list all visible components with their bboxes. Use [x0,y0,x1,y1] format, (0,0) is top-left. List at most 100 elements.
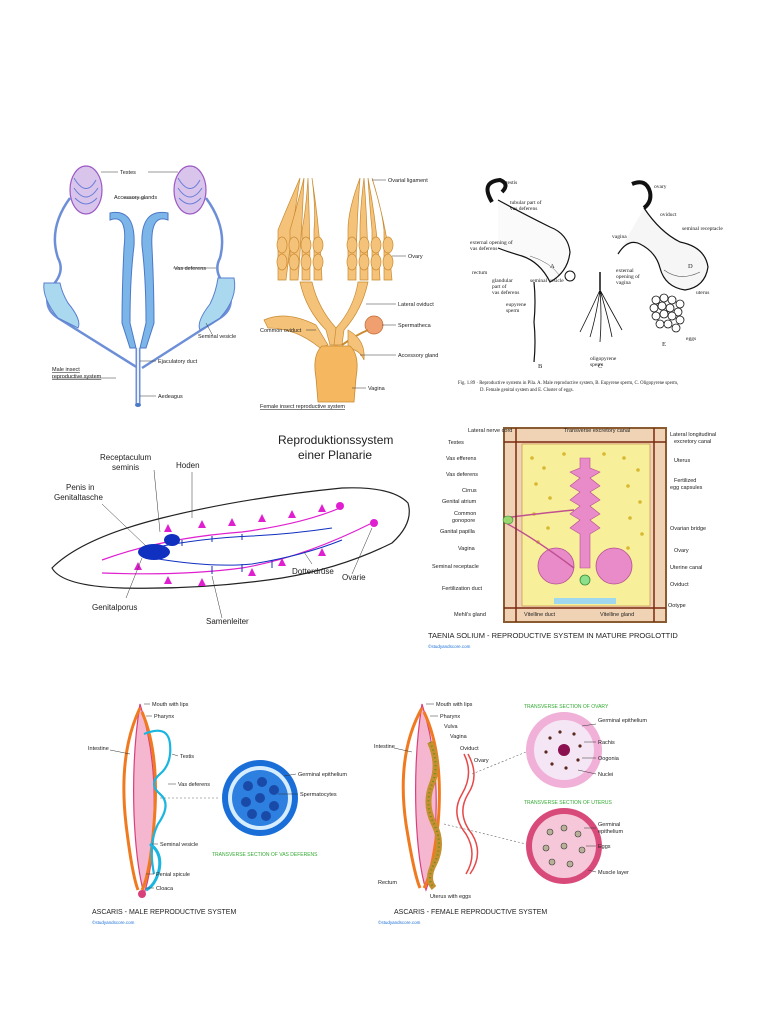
caption-pila-1: Fig. 1.89 · Reproductive systems in Pila… [458,381,678,386]
label-seminal-receptacle: Seminal receptacle [432,564,479,570]
label-penis-2: Genitaltasche [54,493,103,502]
label-f-ovary: Ovary [474,758,489,764]
label-receptaculum-1: Receptaculum [100,453,151,462]
label-pharynx: Pharynx [154,714,174,720]
label-pila-ext-vagina2: opening of [616,273,640,280]
label-seminal-vesicle-ascaris: Seminal vesicle [160,842,198,848]
label-ovarian-bridge: Ovarian bridge [670,526,706,532]
label-germinal2-1: Germinal [598,822,620,828]
planaria-penis [138,544,170,560]
planaria-title-2: einer Planarie [298,448,372,462]
label-fertilization-duct: Fertilization duct [442,586,483,592]
label-germinal-epi: Germinal epithelium [598,718,647,724]
pila-male-system [485,177,576,283]
label-pila-seminal-vesicle: seminal vesicle [530,278,564,284]
label-penis-1: Penis in [66,483,94,492]
section-caption-uterus: TRANSVERSE SECTION OF UTERUS [524,800,612,806]
label-intestine: Intestine [88,746,109,752]
label-pila-rectum: rectum [472,270,488,276]
planaria-title-1: Reproduktionssystem [278,433,393,447]
ovary-section [526,712,602,788]
caption-taenia: TAENIA SOLIUM - REPRODUCTIVE SYSTEM IN M… [428,631,678,640]
caption-female-insect: Female insect reproductive system [260,404,345,410]
taenia-ovary-right [595,547,633,585]
label-pila-eggs: eggs [686,336,696,342]
label-vitelline-duct: Vitelline duct [524,612,556,618]
egg-cluster [649,293,685,333]
label-germinal: Germinal epithelium [298,772,347,778]
label-dotterdruse: Dotterdrüse [292,567,334,576]
label-pila-ovary: ovary [654,184,667,190]
uterus-section [526,808,602,884]
label-pila-vagina: vagina [612,234,627,240]
label-common-gonopore-2: gonopore [452,518,475,524]
label-pila-ext-open: external opening of [470,239,513,246]
label-pila-glandular2: part of [492,283,507,290]
eupyrene-sperm [533,281,536,363]
oligopyrene-sperm [579,289,623,343]
label-pila-glandular1: glandular [492,278,513,284]
taenia-uterus [569,457,601,569]
label-nuclei: Nuclei [598,772,613,778]
label-pila-E: E [662,341,666,348]
label-muscle: Muscle layer [598,870,629,876]
testes-right [173,165,207,215]
testes-left [69,165,103,215]
label-accessory-glands: Accessory glands [114,195,157,201]
label-taenia-testes: Testes [448,440,464,446]
vas-deferens-section [222,760,298,836]
label-mehlis: Mehli's gland [454,612,486,618]
label-f-intestine: Intestine [374,744,395,750]
label-hoden: Hoden [176,461,200,470]
panel-pila: testis tubular part of vas deferens exte… [450,172,746,418]
label-pila-A: A [550,263,555,270]
label-cloaca: Cloaca [156,886,174,892]
label-lateral-nerve: Lateral nerve cord [468,428,512,434]
panel-ascaris-male: Mouth with lips Pharynx Intestine Testis… [88,694,376,930]
panel-male-insect: Testes Accessory glands Vas deferens Sem… [38,158,260,416]
credit-ascaris-male: ©studyandscore.com [92,919,135,925]
label-ovary: Ovary [408,254,423,260]
pila-female-system [617,180,709,291]
label-common-gonopore-1: Common [454,511,476,517]
label-pila-oligopyrene1: oligopyrene [590,356,617,362]
section-caption-vas: TRANSVERSE SECTION OF VAS DEFERENS [212,852,318,858]
caption-ascaris-male: ASCARIS - MALE REPRODUCTIVE SYSTEM [92,909,236,916]
label-testis: Testis [180,754,194,760]
label-vagina: Vagina [368,386,386,392]
label-taenia-vas-deferens: Vas deferens [446,472,478,478]
label-f-pharynx: Pharynx [440,714,460,720]
label-rachis: Rachis [598,740,615,746]
label-f-oviduct: Oviduct [460,746,479,752]
pila-diagram: testis tubular part of vas deferens exte… [458,177,723,393]
label-fertilized-2: egg capsules [670,485,703,491]
label-pila-D: D [688,263,693,270]
section-caption-ovary: TRANSVERSE SECTION OF OVARY [524,704,609,710]
label-vas-efferens: Vas efferens [446,456,477,462]
label-common-oviduct: Common oviduct [260,328,302,334]
credit-taenia: ©studyandscore.com [428,643,471,649]
label-lateral-long-2: excretory canal [674,439,711,445]
label-lateral-long-1: Lateral longitudinal [670,432,716,438]
label-taenia-ovary: Ovary [674,548,689,554]
label-uterine-canal: Uterine canal [670,565,702,571]
label-pila-ext-vagina1: external [616,268,634,274]
label-fertilized-1: Fertilized [674,478,696,484]
ovary-right [346,177,394,281]
planaria-body [51,487,410,589]
male-insect-diagram: Testes Accessory glands Vas deferens Sem… [43,165,236,407]
ovary-left [276,177,324,281]
label-pila-B: B [538,363,543,370]
label-spermatocytes: Spermatocytes [300,792,337,798]
planaria-receptaculum [164,534,180,546]
label-penial-spicule: Penial spicule [156,872,190,878]
label-seminal-vesicle: Seminal vesicle [198,334,236,340]
label-oogonia: Oogonia [598,756,620,762]
panel-female-insect: Ovarial ligament Ovary Lateral oviduct C… [256,170,452,415]
taenia-diagram: Lateral nerve cord Transverse excretory … [428,427,716,649]
caption-male-insect-1: Male insect [52,367,80,373]
label-receptaculum-2: seminis [112,463,139,472]
label-pila-tubular2: vas deferens [510,205,537,212]
label-taenia-uterus: Uterus [674,458,690,464]
label-f-vagina: Vagina [450,734,468,740]
